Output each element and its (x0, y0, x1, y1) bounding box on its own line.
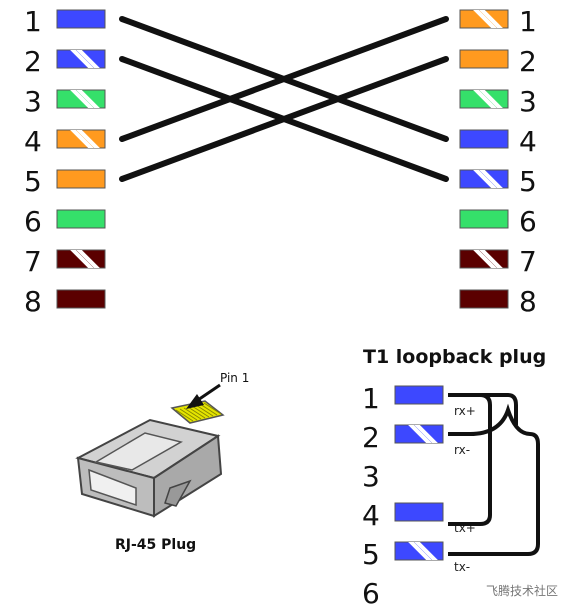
plug-icon (75, 400, 225, 518)
right-pin-4-color-box (459, 129, 509, 149)
left-pin-6-number: 6 (24, 205, 42, 238)
loopback-pin-6-number: 6 (362, 577, 380, 610)
left-pin-7-color-box (56, 249, 106, 269)
right-pin-2-number: 2 (519, 45, 537, 78)
right-pin-8-number: 8 (519, 285, 537, 318)
loopback-pin-4-number: 4 (362, 499, 380, 532)
right-pin-4-number: 4 (519, 125, 537, 158)
left-pin-1-color-box (56, 9, 106, 29)
left-pin-3-color-box (56, 89, 106, 109)
right-pin-1-number: 1 (519, 5, 537, 38)
left-pin-4-number: 4 (24, 125, 42, 158)
right-pin-1-color-box (459, 9, 509, 29)
left-pin-5-color-box (56, 169, 106, 189)
pin-1-label: Pin 1 (220, 371, 249, 385)
left-connector-pins: 1 2 3 4 5 6 7 8 (24, 5, 106, 318)
left-pin-2-color-box (56, 49, 106, 69)
right-connector-pins: 1 2 3 4 5 6 7 8 (459, 5, 537, 318)
left-pin-5-number: 5 (24, 165, 42, 198)
loopback-pin-5-signal: tx- (454, 560, 470, 574)
loopback-wires (448, 393, 540, 556)
loopback-pin-2-signal: rx- (454, 443, 470, 457)
loopback-pin-1-color-box (394, 385, 444, 405)
pin-1-arrowhead-icon (186, 394, 204, 409)
rj45-plug-illustration: Pin 1 RJ-45 Plug (75, 371, 249, 553)
loopback-pin-1-number: 1 (362, 382, 380, 415)
loopback-wire-bridge (478, 393, 518, 425)
left-pin-8-number: 8 (24, 285, 42, 318)
right-pin-7-number: 7 (519, 245, 537, 278)
right-pin-3-color-box (459, 89, 509, 109)
crossover-wires (119, 16, 449, 182)
left-pin-1-number: 1 (24, 5, 42, 38)
crossover-wire-4-to-1 (119, 16, 449, 142)
left-pin-8-color-box (56, 289, 106, 309)
right-pin-2-color-box (459, 49, 509, 69)
right-pin-5-number: 5 (519, 165, 537, 198)
loopback-pin-2-color-box (394, 424, 444, 444)
crossover-wire-5-to-2 (119, 56, 449, 182)
watermark-text: 飞腾技术社区 (486, 583, 558, 598)
left-pin-3-number: 3 (24, 85, 42, 118)
loopback-pin-5-number: 5 (362, 538, 380, 571)
right-pin-5-color-box (459, 169, 509, 189)
right-pin-6-color-box (459, 209, 509, 229)
right-pin-8-color-box (459, 289, 509, 309)
left-pin-7-number: 7 (24, 245, 42, 278)
loopback-pin-3-number: 3 (362, 460, 380, 493)
loopback-pin-5-color-box (394, 541, 444, 561)
loopback-wire-rx-minus-to-tx-minus (448, 403, 540, 556)
right-pin-3-number: 3 (519, 85, 537, 118)
left-pin-2-number: 2 (24, 45, 42, 78)
loopback-pin-2-number: 2 (362, 421, 380, 454)
plug-caption: RJ-45 Plug (115, 537, 196, 553)
loopback-pin-4-color-box (394, 502, 444, 522)
left-pin-4-color-box (56, 129, 106, 149)
right-pin-7-color-box (459, 249, 509, 269)
left-pin-6-color-box (56, 209, 106, 229)
loopback-pin-1-signal: rx+ (454, 404, 476, 418)
right-pin-6-number: 6 (519, 205, 537, 238)
loopback-title: T1 loopback plug (363, 346, 546, 368)
